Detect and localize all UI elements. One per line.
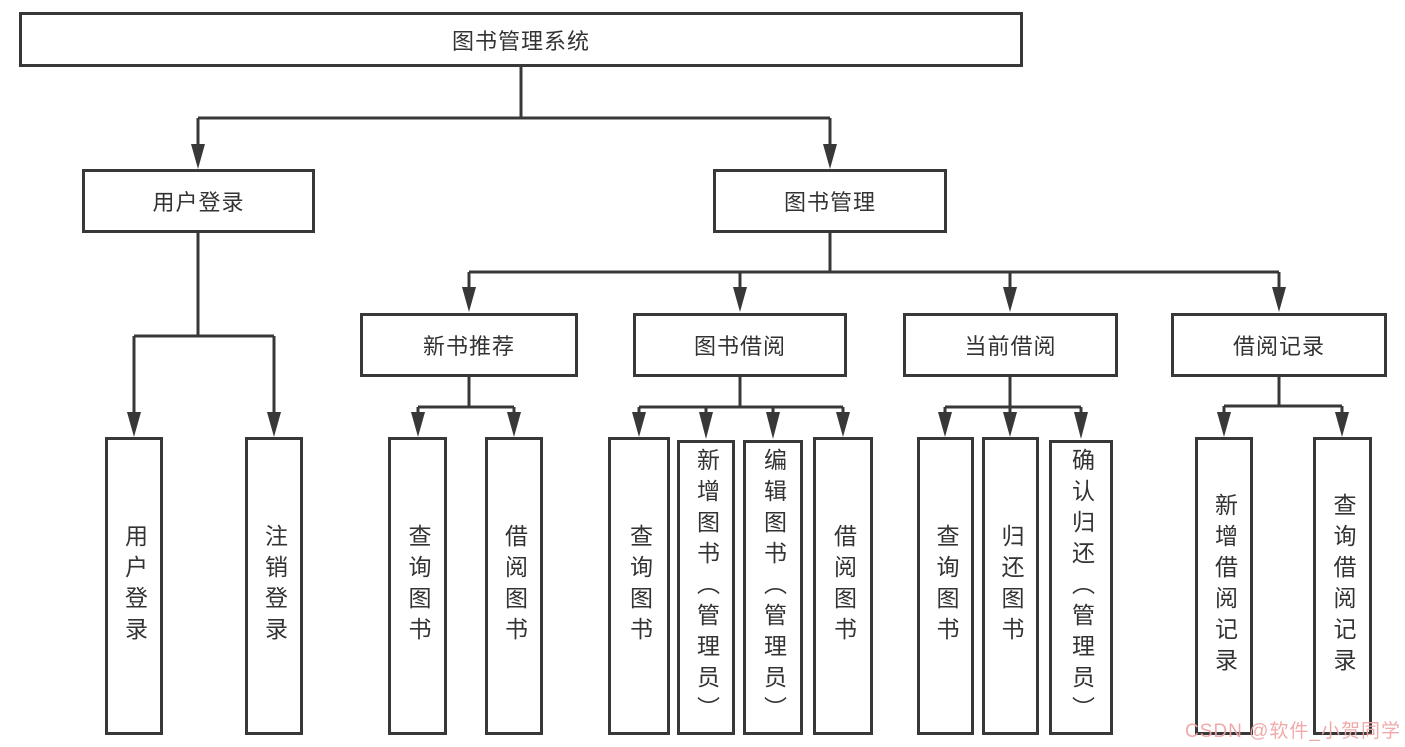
leaf-cur-confirm-return-admin: 确认归还（管理员）: [1049, 440, 1113, 735]
leaf-bor-borrow-books: 借阅图书: [813, 437, 873, 735]
leaf-rec-borrow-books: 借阅图书: [485, 437, 543, 735]
leaf-bor-query-books-label: 查询图书: [626, 524, 653, 648]
arrowheads: [127, 144, 1349, 439]
leaf-hist-add-record-label: 新增借阅记录: [1211, 493, 1238, 679]
leaf-cur-return-books: 归还图书: [982, 437, 1039, 735]
leaf-hist-add-record: 新增借阅记录: [1195, 437, 1253, 735]
leaf-bor-query-books: 查询图书: [608, 437, 670, 735]
node-root: 图书管理系统: [19, 12, 1023, 67]
leaf-rec-query-books-label: 查询图书: [405, 524, 431, 648]
leaf-hist-query-record-label: 查询借阅记录: [1330, 493, 1356, 679]
leaf-cur-query-books-label: 查询图书: [933, 524, 959, 648]
leaf-user-login: 用户登录: [105, 437, 163, 735]
csdn-watermark: CSDN @软件_小贺同学: [1185, 721, 1401, 742]
leaf-bor-edit-books-admin: 编辑图书（管理员）: [743, 440, 803, 735]
leaf-cur-confirm-return-admin-label: 确认归还（管理员）: [1068, 448, 1095, 727]
leaf-bor-add-books-admin: 新增图书（管理员）: [677, 440, 735, 735]
leaf-rec-borrow-books-label: 借阅图书: [501, 524, 528, 648]
node-new-book-recommend: 新书推荐: [360, 313, 578, 377]
node-book-borrowing-label: 图书借阅: [693, 334, 786, 359]
node-new-book-recommend-label: 新书推荐: [422, 334, 515, 359]
leaf-cur-return-books-label: 归还图书: [998, 524, 1024, 648]
leaf-bor-borrow-books-label: 借阅图书: [830, 524, 857, 648]
leaf-cur-query-books: 查询图书: [917, 437, 974, 735]
leaf-logout-label: 注销登录: [261, 524, 288, 648]
leaf-bor-add-books-admin-label: 新增图书（管理员）: [693, 448, 720, 727]
leaf-rec-query-books: 查询图书: [388, 437, 447, 735]
node-book-borrowing: 图书借阅: [633, 313, 847, 377]
leaf-bor-edit-books-admin-label: 编辑图书（管理员）: [760, 448, 787, 727]
leaf-logout: 注销登录: [245, 437, 303, 735]
node-current-borrowing: 当前借阅: [903, 313, 1118, 377]
node-borrowing-records-label: 借阅记录: [1232, 334, 1325, 359]
node-user-login-label: 用户登录: [152, 190, 245, 215]
node-borrowing-records: 借阅记录: [1171, 313, 1387, 377]
leaf-hist-query-record: 查询借阅记录: [1313, 437, 1372, 735]
leaf-user-login-label: 用户登录: [121, 524, 148, 648]
node-book-management-label: 图书管理: [783, 190, 876, 215]
node-current-borrowing-label: 当前借阅: [964, 334, 1057, 359]
node-book-management: 图书管理: [713, 169, 947, 233]
node-root-label: 图书管理系统: [451, 28, 590, 54]
node-user-login: 用户登录: [82, 169, 315, 233]
